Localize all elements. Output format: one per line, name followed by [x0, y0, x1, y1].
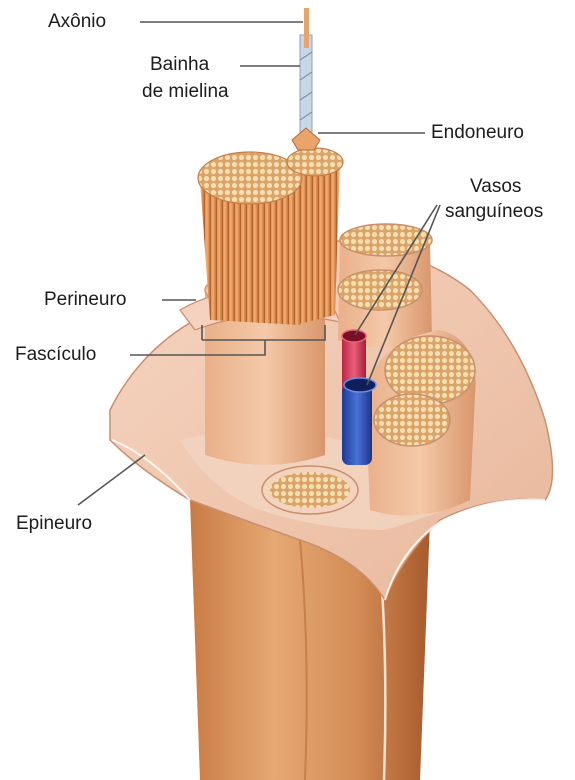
- label-blood-vessels-line2: sanguíneos: [445, 200, 543, 224]
- axon-fiber: [304, 8, 309, 48]
- label-fascicle: Fascículo: [15, 343, 96, 367]
- label-endoneurium: Endoneuro: [431, 121, 524, 145]
- label-myelin-sheath-line1: Bainha: [150, 53, 209, 77]
- label-myelin-sheath-line2: de mielina: [142, 80, 229, 104]
- leader-epineurium: [78, 455, 145, 505]
- label-perineurium: Perineuro: [44, 288, 126, 312]
- vein: [342, 385, 372, 465]
- label-epineurium: Epineuro: [16, 512, 92, 536]
- myelin-sheath: [300, 35, 312, 135]
- label-axon: Axônio: [48, 10, 106, 34]
- label-blood-vessels-line1: Vasos: [470, 175, 521, 199]
